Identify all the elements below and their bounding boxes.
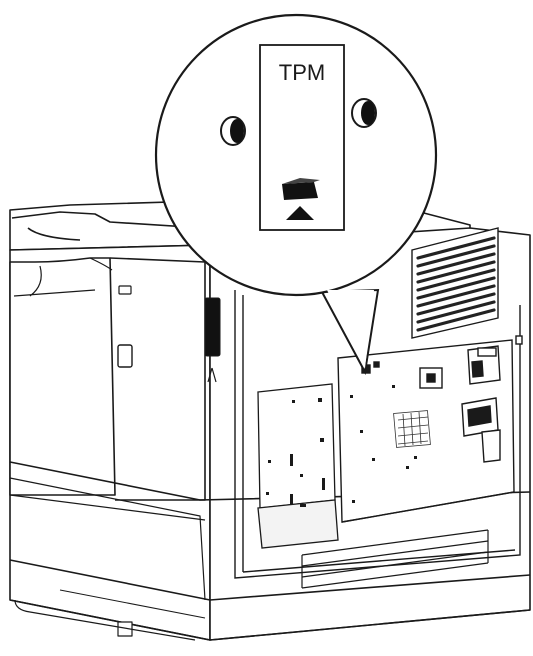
tpm-label: TPM xyxy=(279,60,325,85)
controller-board-left xyxy=(258,384,338,548)
processor-chip xyxy=(394,411,431,448)
power-port xyxy=(205,298,220,356)
mounting-hole-right xyxy=(352,99,376,127)
mounting-hole-left xyxy=(221,117,245,145)
